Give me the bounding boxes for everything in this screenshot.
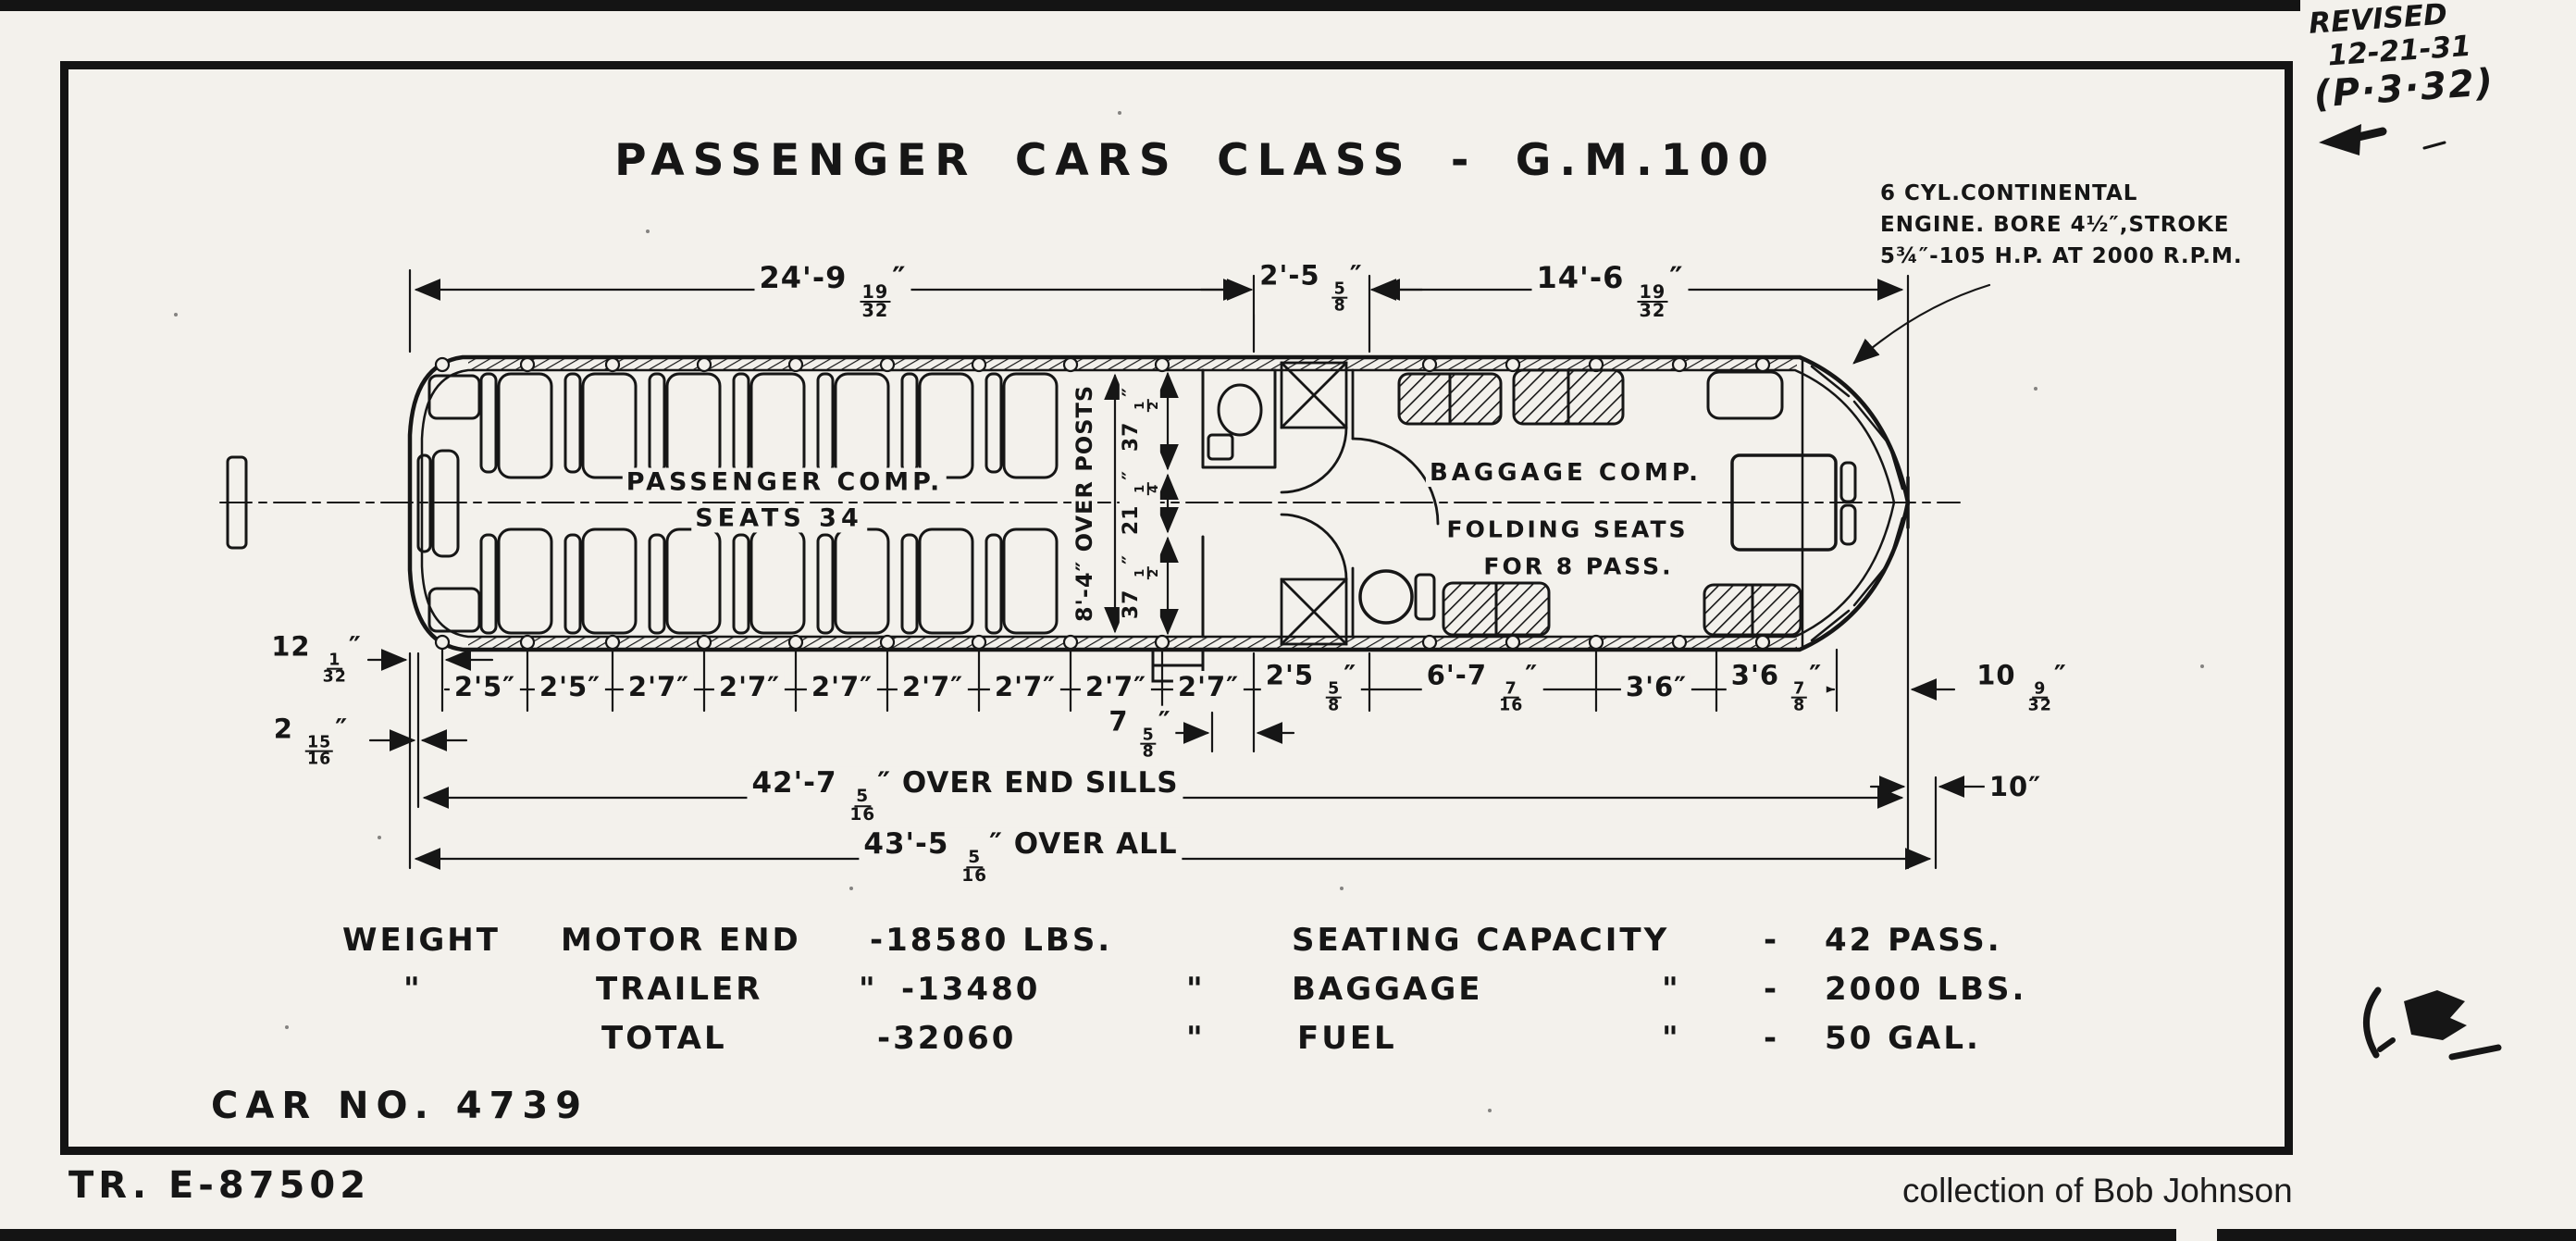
engine-note-leader-arrow: [1852, 283, 1991, 365]
dim-bottom-8: 2'7″: [1172, 671, 1245, 702]
weight-label: WEIGHT: [342, 922, 501, 959]
cap-row1-label: SEATING CAPACITY: [1292, 922, 1670, 959]
dim-bottom-1: 2'5″: [534, 671, 606, 702]
cap-row1-value: 42 PASS.: [1825, 922, 2002, 959]
folding-seats-label-1: FOLDING SEATS: [1443, 515, 1692, 543]
cap-row2-ditto: ": [1662, 971, 1681, 1008]
border-frame: [60, 61, 2293, 1155]
top-edge-bar: [0, 0, 2300, 11]
weight-row2-ditto2: ": [859, 971, 878, 1008]
dim-over-posts: 8'-4″ OVER POSTS: [1071, 380, 1097, 627]
window-posts: [434, 356, 1771, 651]
weight-row3-item: TOTAL: [601, 1020, 727, 1057]
cap-row3-label: FUEL: [1297, 1020, 1397, 1057]
dim-bottom-6: 2'7″: [989, 671, 1061, 702]
engine-note: 6 CYL.CONTINENTAL ENGINE. BORE 4½″,STROK…: [1880, 178, 2243, 272]
bottom-edge-bar-right: [2217, 1229, 2576, 1241]
cap-row3-dash: -: [1764, 1020, 1780, 1057]
cap-row2-label: BAGGAGE: [1292, 971, 1483, 1008]
folding-seats-label-2: FOR 8 PASS.: [1480, 552, 1678, 580]
scan-specks: [174, 111, 2204, 1112]
weight-row1-value: -18580 LBS.: [870, 922, 1113, 959]
roof-hatch: [1706, 370, 1784, 420]
cap-row2-value: 2000 LBS.: [1825, 971, 2027, 1008]
weight-row2-ditto1: ": [403, 971, 423, 1008]
passenger-seats-label: SEATS 34: [691, 503, 867, 533]
drawing-number: TR. E-87502: [68, 1164, 371, 1207]
baggage-comp-label: BAGGAGE COMP.: [1425, 459, 1706, 487]
handwritten-marks: [2319, 124, 2502, 1061]
weight-row2-ditto3: ": [1186, 971, 1206, 1008]
dim-bottom-11: 3'6″: [1620, 671, 1692, 702]
weight-row3-value: -32060: [877, 1020, 1017, 1057]
engine-note-line1: 6 CYL.CONTINENTAL: [1880, 181, 2138, 205]
dim-bottom-2: 2'7″: [623, 671, 695, 702]
handwritten-arrow: [2319, 124, 2361, 155]
cap-row3-ditto: ": [1662, 1020, 1681, 1057]
revision-note: REVISED 12-21-31 (P·3·32): [2308, 0, 2496, 117]
dim-bottom-0: 2'5″: [449, 671, 521, 702]
car-number: CAR NO. 4739: [211, 1085, 589, 1127]
toilet: [1207, 383, 1263, 461]
dim-bottom-4: 2'7″: [806, 671, 878, 702]
weight-row1-item: MOTOR END: [561, 922, 801, 959]
ink-blot: [2404, 990, 2467, 1040]
dim-bottom-3: 2'7″: [713, 671, 786, 702]
page-title: PASSENGER CARS CLASS - G.M.100: [614, 135, 1777, 186]
vestibule: [1280, 361, 1440, 646]
weight-row3-ditto: ": [1186, 1020, 1206, 1057]
weight-row2-value: -13480: [901, 971, 1041, 1008]
cap-row1-dash: -: [1764, 922, 1780, 959]
collection-credit: collection of Bob Johnson: [1902, 1172, 2293, 1210]
bottom-edge-bar-left: [0, 1229, 2176, 1241]
passenger-compartment: [416, 368, 1277, 639]
heater-tank: [1358, 569, 1414, 625]
engine-note-line3: 5¾″-105 H.P. AT 2000 R.P.M.: [1880, 244, 2243, 268]
dim-right-overall: 10″: [1984, 771, 2047, 802]
engine-note-line2: ENGINE. BORE 4½″,STROKE: [1880, 213, 2230, 237]
passenger-comp-label: PASSENGER COMP.: [622, 467, 947, 497]
dim-bottom-5: 2'7″: [897, 671, 969, 702]
cap-row3-value: 50 GAL.: [1825, 1020, 1981, 1057]
cap-row2-dash: -: [1764, 971, 1780, 1008]
weight-row2-item: TRAILER: [596, 971, 763, 1008]
dim-bottom-7: 2'7″: [1080, 671, 1152, 702]
